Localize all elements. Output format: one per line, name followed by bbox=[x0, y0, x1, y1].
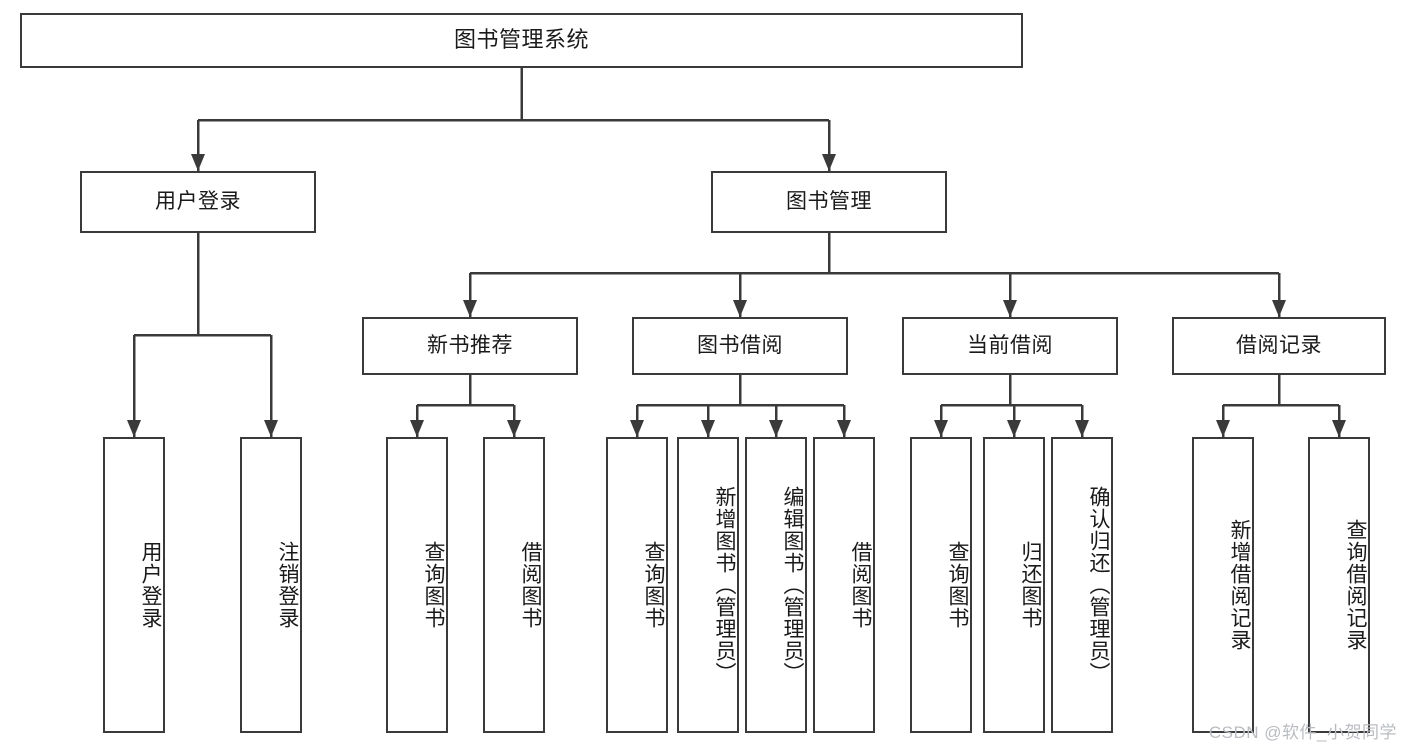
node-label: 确认归还（管理员） bbox=[1087, 486, 1110, 684]
node-l_cu_conf[interactable]: 确认归还（管理员） bbox=[1051, 437, 1113, 733]
node-newbook[interactable]: 新书推荐 bbox=[362, 317, 578, 375]
arrowhead-icon bbox=[1216, 420, 1230, 437]
node-label: 查询借阅记录 bbox=[1344, 519, 1367, 651]
arrowhead-icon bbox=[934, 420, 948, 437]
node-l_re_add[interactable]: 新增借阅记录 bbox=[1192, 437, 1254, 733]
arrowhead-icon bbox=[1332, 420, 1346, 437]
node-label: 查询图书 bbox=[946, 541, 969, 629]
node-l_bo_borrow[interactable]: 借阅图书 bbox=[813, 437, 875, 733]
arrowhead-icon bbox=[127, 420, 141, 437]
node-label: 当前借阅 bbox=[967, 334, 1053, 358]
node-label: 借阅图书 bbox=[519, 541, 542, 629]
node-label: 图书管理系统 bbox=[453, 27, 589, 53]
node-label: 新增图书（管理员） bbox=[713, 486, 736, 684]
arrowhead-icon bbox=[837, 420, 851, 437]
node-label: 图书借阅 bbox=[697, 334, 783, 358]
arrowhead-icon bbox=[1003, 300, 1017, 317]
arrowhead-icon bbox=[1272, 300, 1286, 317]
node-label: 归还图书 bbox=[1019, 541, 1042, 629]
node-l_re_query[interactable]: 查询借阅记录 bbox=[1308, 437, 1370, 733]
node-l_cu_return[interactable]: 归还图书 bbox=[983, 437, 1045, 733]
node-label: 注销登录 bbox=[276, 541, 299, 629]
node-root[interactable]: 图书管理系统 bbox=[20, 13, 1023, 68]
arrowhead-icon bbox=[264, 420, 278, 437]
arrowhead-icon bbox=[507, 420, 521, 437]
arrowhead-icon bbox=[769, 420, 783, 437]
node-label: 查询图书 bbox=[422, 541, 445, 629]
arrowhead-icon bbox=[733, 300, 747, 317]
node-l_cu_query[interactable]: 查询图书 bbox=[910, 437, 972, 733]
node-records[interactable]: 借阅记录 bbox=[1172, 317, 1386, 375]
node-l_nb_query[interactable]: 查询图书 bbox=[386, 437, 448, 733]
node-borrow[interactable]: 图书借阅 bbox=[632, 317, 848, 375]
node-label: 查询图书 bbox=[642, 541, 665, 629]
node-l_logout[interactable]: 注销登录 bbox=[240, 437, 302, 733]
node-login[interactable]: 用户登录 bbox=[80, 171, 316, 233]
node-label: 用户登录 bbox=[139, 541, 162, 629]
node-l_bo_query[interactable]: 查询图书 bbox=[606, 437, 668, 733]
arrowhead-icon bbox=[822, 154, 836, 171]
node-label: 新书推荐 bbox=[427, 334, 513, 358]
node-l_bo_edit[interactable]: 编辑图书（管理员） bbox=[745, 437, 807, 733]
node-l_bo_add[interactable]: 新增图书（管理员） bbox=[677, 437, 739, 733]
node-bookmgmt[interactable]: 图书管理 bbox=[711, 171, 947, 233]
node-label: 图书管理 bbox=[786, 190, 872, 214]
node-label: 新增借阅记录 bbox=[1228, 519, 1251, 651]
arrowhead-icon bbox=[1007, 420, 1021, 437]
arrowhead-icon bbox=[630, 420, 644, 437]
arrowhead-icon bbox=[463, 300, 477, 317]
node-label: 用户登录 bbox=[155, 190, 241, 214]
node-l_nb_borrow[interactable]: 借阅图书 bbox=[483, 437, 545, 733]
node-current[interactable]: 当前借阅 bbox=[902, 317, 1118, 375]
arrowhead-icon bbox=[410, 420, 424, 437]
node-label: 借阅图书 bbox=[849, 541, 872, 629]
node-l_login[interactable]: 用户登录 bbox=[103, 437, 165, 733]
node-label: 编辑图书（管理员） bbox=[781, 486, 804, 684]
watermark: CSDN @软件_小贺同学 bbox=[1208, 723, 1397, 742]
node-label: 借阅记录 bbox=[1236, 334, 1322, 358]
arrowhead-icon bbox=[1075, 420, 1089, 437]
arrowhead-icon bbox=[701, 420, 715, 437]
arrowhead-icon bbox=[191, 154, 205, 171]
